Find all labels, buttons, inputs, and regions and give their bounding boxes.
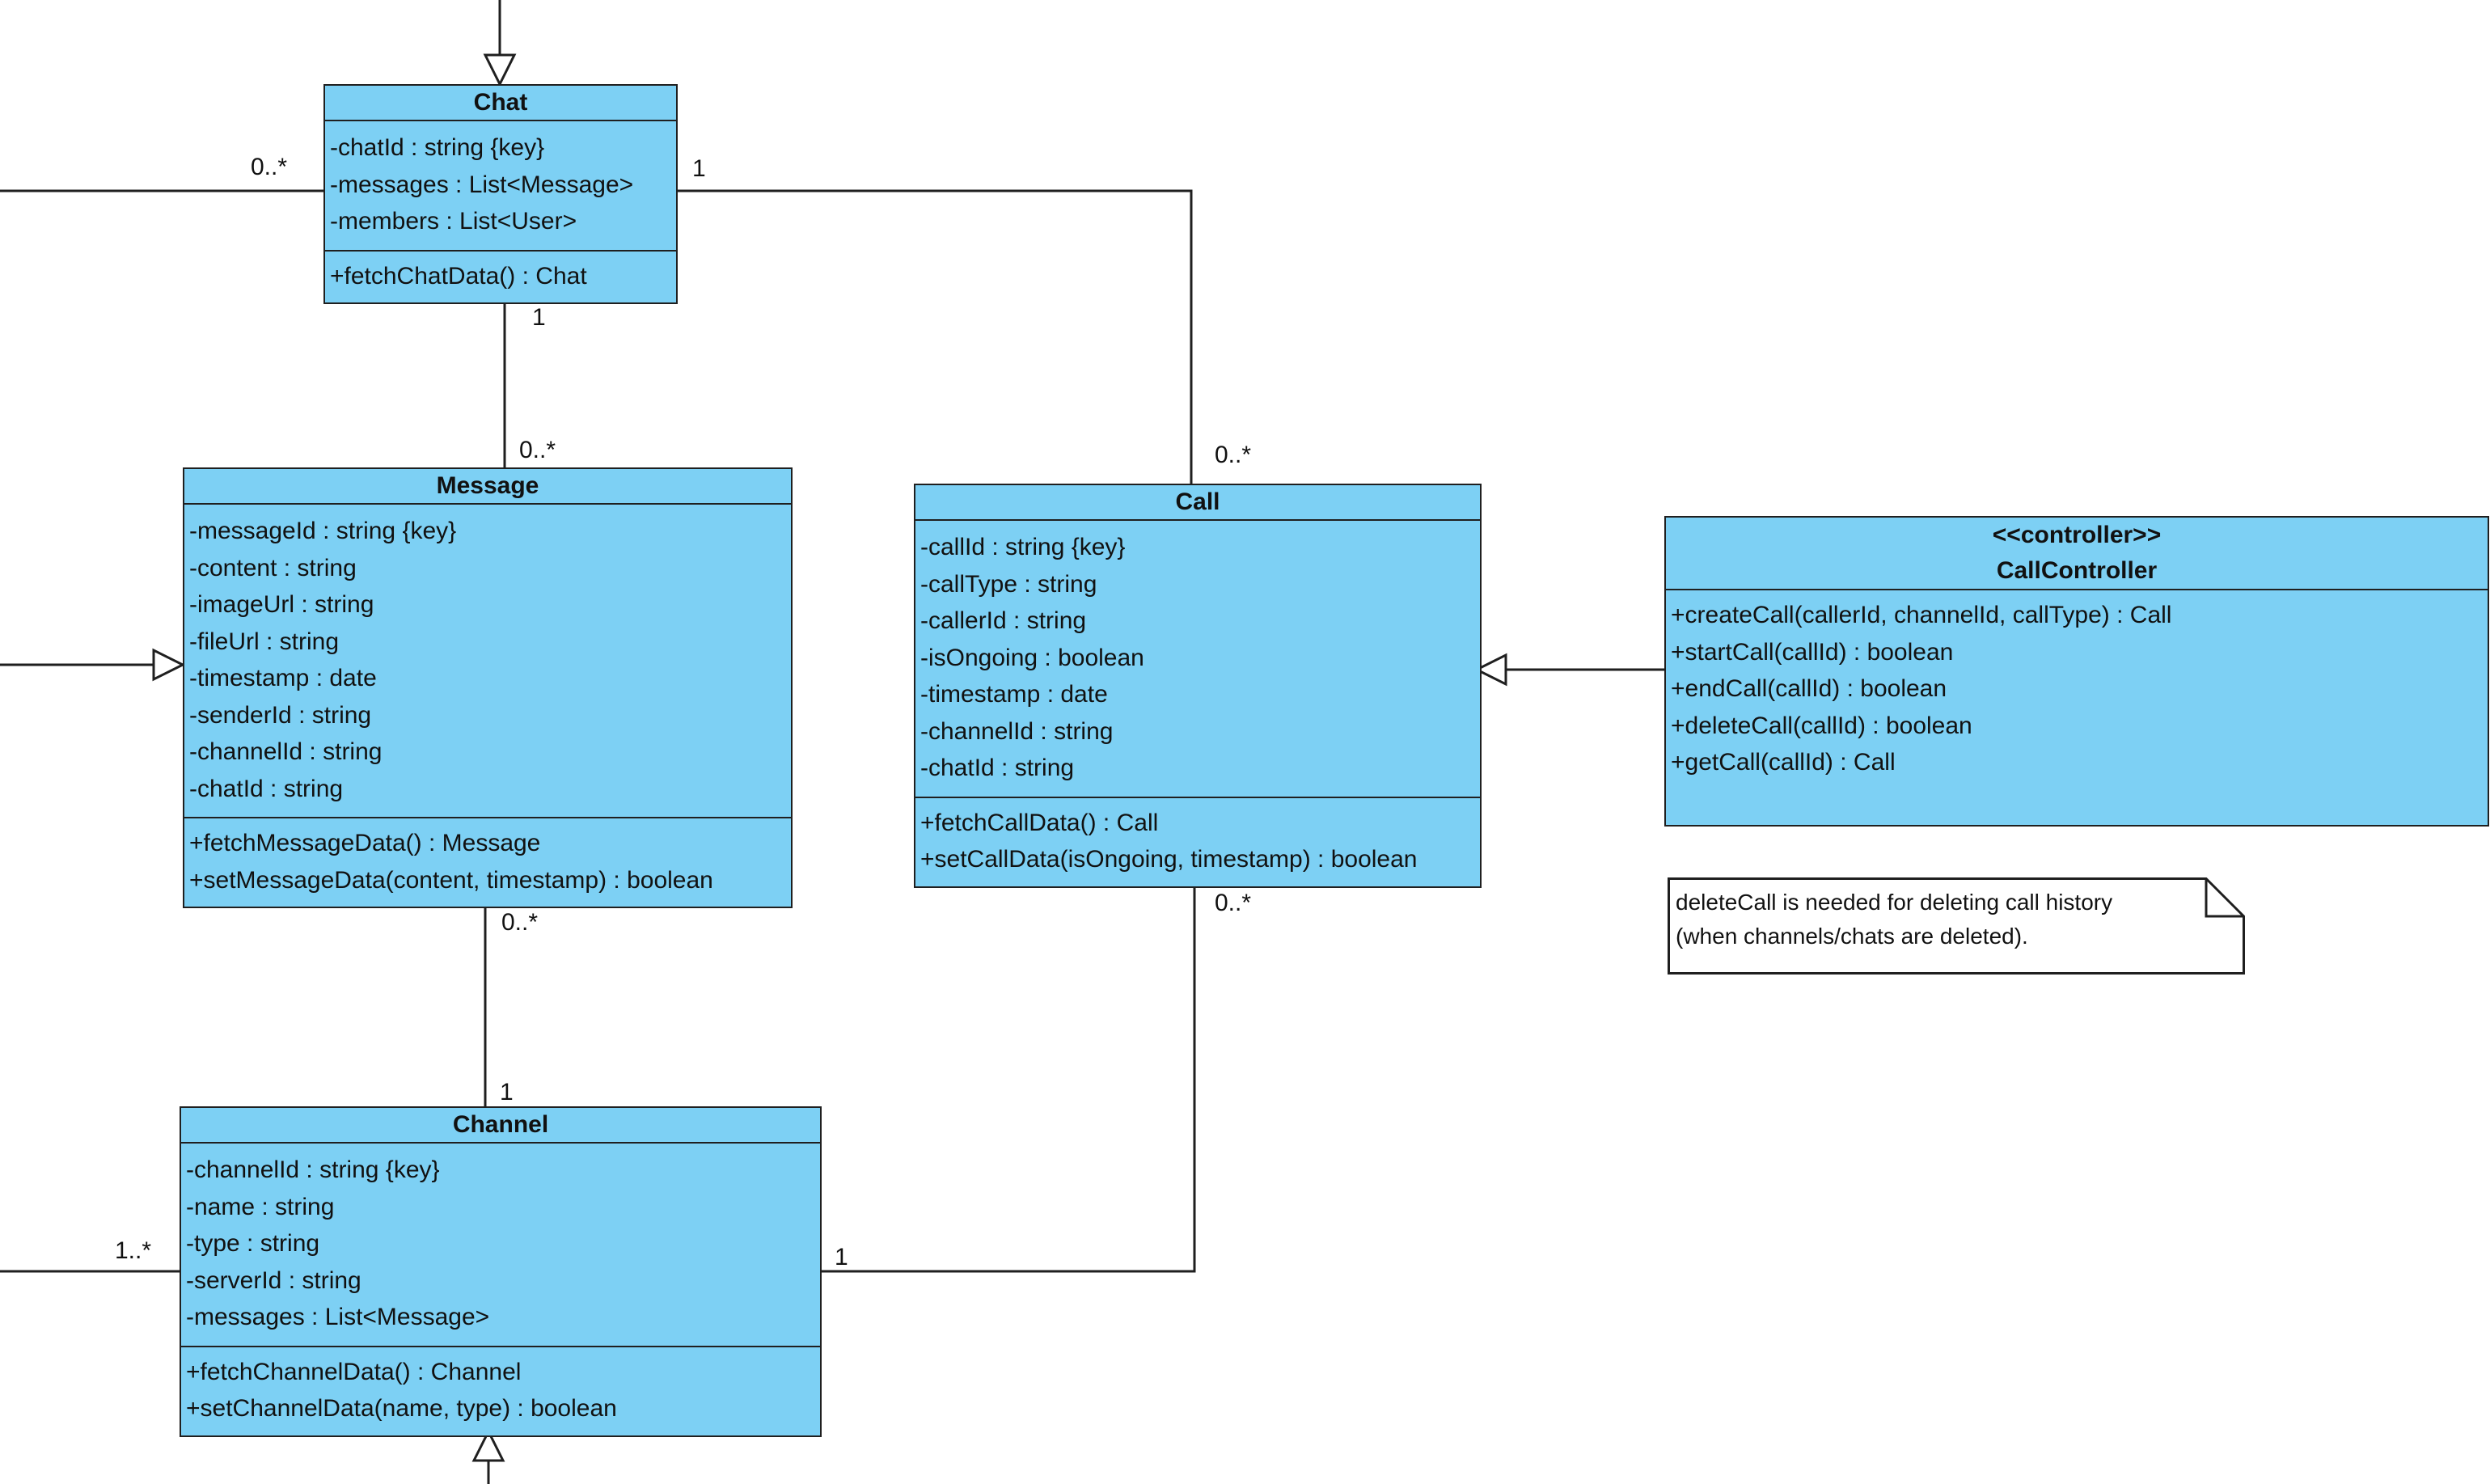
- multiplicity-chat-bottom: 1: [532, 304, 546, 331]
- attribute-row: -callerId : string: [920, 607, 1087, 634]
- class-message-name: Message: [184, 469, 791, 505]
- operation-row: +deleteCall(callId) : boolean: [1671, 712, 1972, 739]
- note-shape: [1668, 877, 2245, 975]
- multiplicity-channel-right: 1: [835, 1244, 848, 1270]
- note-line: deleteCall is needed for deleting call h…: [1676, 890, 2113, 915]
- operation-row: +fetchChatData() : Chat: [330, 262, 587, 290]
- attribute-row: -messages : List<Message>: [330, 171, 634, 198]
- note-line: (when channels/chats are deleted).: [1676, 924, 2028, 949]
- attribute-row: -callType : string: [920, 570, 1097, 598]
- attribute-row: -imageUrl : string: [189, 591, 374, 618]
- operation-row: +fetchChannelData() : Channel: [186, 1358, 522, 1385]
- class-call-name: Call: [915, 485, 1480, 521]
- attribute-row: -chatId : string: [920, 755, 1075, 781]
- association-chat-call: [678, 189, 1193, 484]
- attribute-row: -messageId : string {key}: [189, 518, 457, 544]
- attribute-row: -name : string: [186, 1193, 335, 1220]
- association-call-channel: [822, 882, 1196, 1273]
- attribute-row: -channelId : string: [920, 717, 1114, 745]
- operation-row: +fetchCallData() : Call: [920, 809, 1159, 836]
- class-callcontroller-header: <<controller>> CallController: [1666, 518, 2488, 590]
- attribute-row: -senderId : string: [189, 701, 372, 729]
- attribute-row: -messages : List<Message>: [186, 1304, 490, 1330]
- operation-row: +getCall(callId) : Call: [1671, 749, 1896, 776]
- operation-row: +setMessageData(content, timestamp) : bo…: [189, 866, 713, 894]
- class-callcontroller-operations: +createCall(callerId, channelId, callTyp…: [1666, 590, 2488, 789]
- attribute-row: -content : string: [189, 554, 357, 581]
- attribute-row: -chatId : string {key}: [330, 134, 545, 161]
- attribute-row: -members : List<User>: [330, 208, 577, 235]
- multiplicity-channel-left: 1..*: [115, 1237, 152, 1264]
- operation-row: +createCall(callerId, channelId, callTyp…: [1671, 602, 2172, 628]
- class-message-operations: +fetchMessageData() : Message +setMessag…: [184, 818, 791, 907]
- class-channel-operations: +fetchChannelData() : Channel +setChanne…: [181, 1347, 820, 1435]
- multiplicity-call-bottom: 0..*: [1215, 890, 1252, 916]
- operation-row: +setChannelData(name, type) : boolean: [186, 1395, 617, 1422]
- class-call[interactable]: Call -callId : string {key} -callType : …: [914, 484, 1482, 888]
- operation-row: +endCall(callId) : boolean: [1671, 675, 1947, 702]
- attribute-row: -chatId : string: [189, 775, 344, 802]
- generalization-arrowhead-chat: [483, 53, 517, 87]
- class-message-attributes: -messageId : string {key} -content : str…: [184, 505, 791, 818]
- attribute-row: -timestamp : date: [920, 681, 1108, 708]
- multiplicity-message-top: 0..*: [519, 437, 556, 463]
- attribute-row: -type : string: [186, 1230, 320, 1257]
- class-call-attributes: -callId : string {key} -callType : strin…: [915, 521, 1480, 798]
- operation-row: +setCallData(isOngoing, timestamp) : boo…: [920, 846, 1418, 873]
- attribute-row: -channelId : string: [189, 738, 383, 765]
- attribute-row: -isOngoing : boolean: [920, 644, 1144, 671]
- class-callcontroller-stereotype: <<controller>>: [1992, 522, 2162, 548]
- class-chat-operations: +fetchChatData() : Chat: [325, 252, 676, 303]
- class-callcontroller[interactable]: <<controller>> CallController +createCal…: [1664, 516, 2489, 827]
- multiplicity-call-top: 0..*: [1215, 442, 1252, 468]
- class-channel-name: Channel: [181, 1108, 820, 1144]
- class-chat[interactable]: Chat -chatId : string {key} -messages : …: [323, 84, 678, 304]
- note-text: deleteCall is needed for deleting call h…: [1676, 886, 2177, 953]
- generalization-arrowhead-call: [1473, 653, 1507, 687]
- attribute-row: -timestamp : date: [189, 665, 377, 691]
- attribute-row: -channelId : string {key}: [186, 1156, 440, 1183]
- class-channel-attributes: -channelId : string {key} -name : string…: [181, 1144, 820, 1347]
- attribute-row: -serverId : string: [186, 1266, 361, 1294]
- note-delete-call[interactable]: deleteCall is needed for deleting call h…: [1668, 877, 2245, 975]
- class-chat-attributes: -chatId : string {key} -messages : List<…: [325, 121, 676, 252]
- multiplicity-channel-top: 1: [500, 1079, 514, 1106]
- class-chat-name: Chat: [325, 86, 676, 121]
- attribute-row: -fileUrl : string: [189, 628, 340, 655]
- class-callcontroller-name: CallController: [1996, 557, 2158, 584]
- multiplicity-chat-left: 0..*: [251, 154, 288, 180]
- generalization-arrowhead-message: [152, 648, 186, 682]
- generalization-arrowhead-channel: [471, 1428, 505, 1462]
- multiplicity-chat-right: 1: [692, 155, 706, 182]
- class-channel[interactable]: Channel -channelId : string {key} -name …: [180, 1106, 822, 1437]
- operation-row: +fetchMessageData() : Message: [189, 830, 541, 856]
- class-message[interactable]: Message -messageId : string {key} -conte…: [183, 467, 793, 908]
- class-call-operations: +fetchCallData() : Call +setCallData(isO…: [915, 798, 1480, 886]
- multiplicity-message-bottom: 0..*: [501, 909, 539, 936]
- attribute-row: -callId : string {key}: [920, 534, 1126, 560]
- operation-row: +startCall(callId) : boolean: [1671, 638, 1954, 666]
